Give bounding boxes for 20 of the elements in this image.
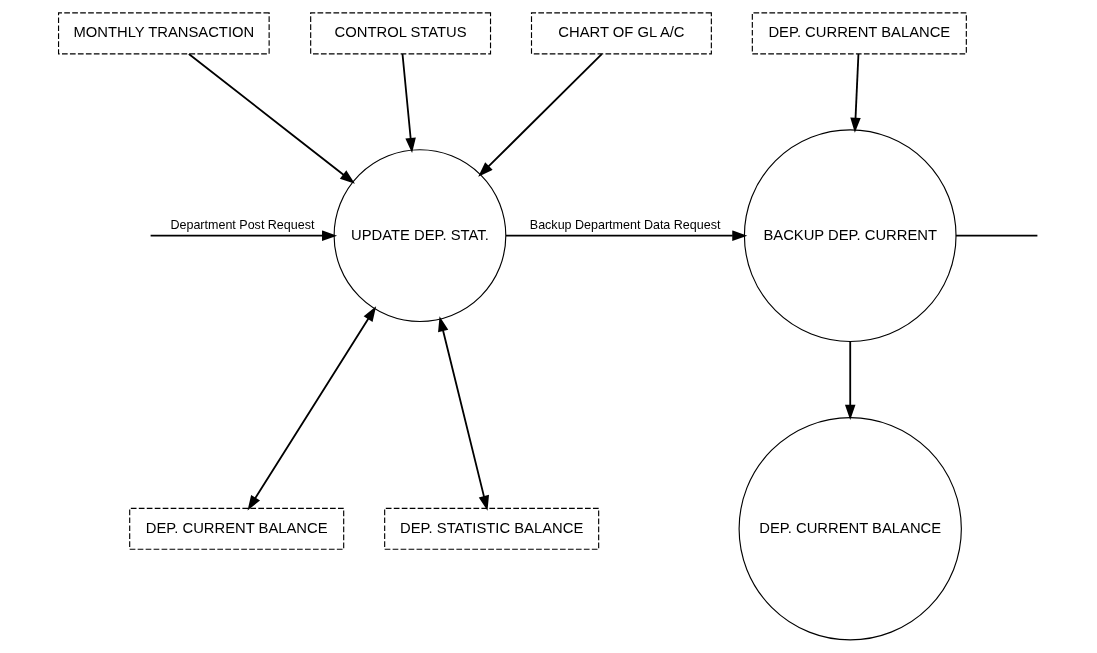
edge-label: Backup Department Data Request (529, 217, 721, 232)
edge-label: Department Post Request (170, 217, 315, 232)
arrow (505, 230, 748, 241)
node-circle: DEP. CURRENT BALANCE (738, 417, 962, 641)
arrow (247, 306, 377, 511)
arrow (850, 53, 861, 133)
node-box: MONTHLY TRANSACTION (58, 12, 270, 55)
arrow (844, 340, 856, 420)
node-box: DEP. CURRENT BALANCE (751, 12, 967, 55)
node-box: CONTROL STATUS (310, 12, 492, 55)
arrow (438, 316, 489, 511)
node-circle: BACKUP DEP. CURRENT (743, 129, 957, 342)
arrow (401, 53, 416, 153)
connector (954, 234, 1039, 237)
node-box: CHART OF GL A/C (530, 12, 712, 55)
node-box: DEP. CURRENT BALANCE (129, 507, 345, 550)
arrow (478, 53, 603, 177)
arrow (187, 53, 355, 184)
arrow (149, 230, 338, 241)
node-box: DEP. STATISTIC BALANCE (384, 507, 600, 550)
